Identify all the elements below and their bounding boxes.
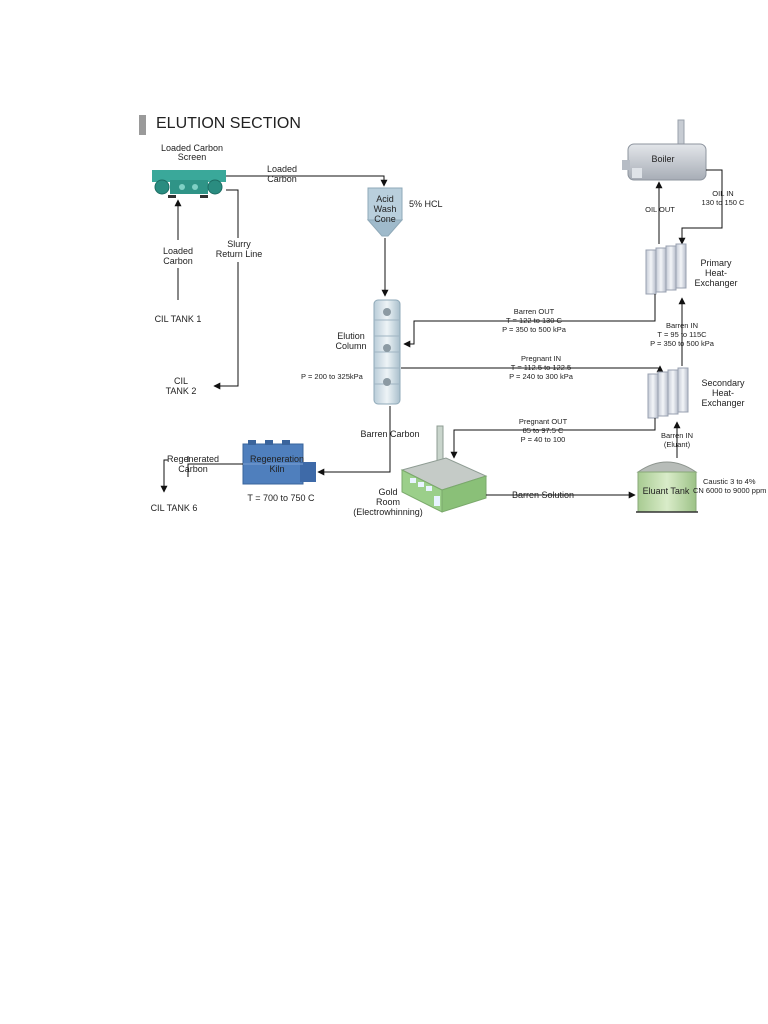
primary-hx-label-2: Heat- [705, 268, 727, 278]
kiln-label-2: Kiln [269, 464, 284, 474]
acid-wash-label-2: Wash [374, 204, 397, 214]
pregnant-in-label-3: P = 240 to 300 kPa [509, 372, 574, 381]
slurry-return-2: Return Line [216, 249, 263, 259]
screen-label-2: Screen [178, 152, 207, 162]
slurry-return-1: Slurry [227, 239, 251, 249]
primary-heat-exchanger [645, 243, 687, 295]
barren-out-label-2: T = 122 to 130 C [506, 316, 563, 325]
barren-out-line [403, 294, 656, 348]
loaded-carbon-left-1: Loaded [163, 246, 193, 256]
hcl-label: 5% HCL [409, 199, 443, 209]
barren-carbon-line [317, 406, 391, 476]
primary-hx-label-1: Primary [701, 258, 732, 268]
secondary-heat-exchanger [647, 367, 689, 419]
elution-column [373, 299, 401, 405]
title-accent-bar [139, 115, 146, 135]
gold-room-label-2: Room [376, 497, 400, 507]
loaded-carbon-top-2: Carbon [267, 174, 297, 184]
oil-in-label-1: OIL IN [712, 189, 733, 198]
eluant-tank [636, 461, 698, 513]
cil-tank-2-label-1: CIL [174, 376, 188, 386]
acid-wash-label-3: Cone [374, 214, 396, 224]
primary-hx-label-3: Exchanger [694, 278, 737, 288]
elution-pressure-label: P = 200 to 325kPa [301, 372, 364, 381]
pregnant-out-line [450, 418, 656, 459]
cil-tank-6-label: CIL TANK 6 [151, 503, 198, 513]
secondary-hx-label-1: Secondary [701, 378, 745, 388]
boiler-label: Boiler [651, 154, 674, 164]
page-title: ELUTION SECTION [156, 115, 301, 132]
regen-line-a [187, 463, 243, 477]
pregnant-in-label-2: T = 112.5 to 122.5 [511, 363, 571, 372]
barren-in-label-2: T = 95 to 115C [657, 330, 707, 339]
barren-out-label-1: Barren OUT [514, 307, 555, 316]
barren-in-label-1: Barren IN [666, 321, 698, 330]
screen-label-1: Loaded Carbon [161, 143, 223, 153]
pregnant-out-label-2: 85 to 97.5 C [523, 426, 564, 435]
barren-solution-label: Barren Solution [512, 490, 574, 500]
regen-carbon-label-1: Regenerated [167, 454, 219, 464]
slurry-line-upper [226, 189, 239, 238]
gold-room-label-1: Gold [378, 487, 397, 497]
oil-out-label: OIL OUT [645, 205, 675, 214]
cil-tank-1-label: CIL TANK 1 [155, 314, 202, 324]
loaded-carbon-screen [152, 170, 226, 198]
acid-wash-cone [366, 187, 404, 237]
loaded-carbon-line [226, 175, 388, 187]
oil-in-label-2: 130 to 150 C [702, 198, 746, 207]
barren-out-label-3: P = 350 to 500 kPa [502, 325, 567, 334]
barren-in-label-3: P = 350 to 500 kPa [650, 339, 715, 348]
oil-in-line [678, 169, 723, 245]
gold-room [400, 425, 488, 513]
barren-carbon-label: Barren Carbon [360, 429, 419, 439]
loaded-carbon-left-2: Carbon [163, 256, 193, 266]
kiln-label-1: Regeneration [250, 454, 304, 464]
secondary-hx-label-2: Heat- [712, 388, 734, 398]
secondary-hx-label-3: Exchanger [701, 398, 744, 408]
loaded-carbon-top-1: Loaded [267, 164, 297, 174]
elution-column-label-2: Column [335, 341, 366, 351]
pregnant-out-label-1: Pregnant OUT [519, 417, 568, 426]
pregnant-out-label-3: P = 40 to 100 [521, 435, 566, 444]
cil-tank-2-label-2: TANK 2 [166, 386, 197, 396]
eluant-spec-1: Caustic 3 to 4% [703, 477, 756, 486]
eluant-spec-2: CN 6000 to 9000 ppm [693, 486, 766, 495]
barren-in-eluant-label-1: Barren IN [661, 431, 693, 440]
regen-carbon-label-2: Carbon [178, 464, 208, 474]
regen-line-b [160, 459, 168, 493]
acid-wash-label-1: Acid [376, 194, 394, 204]
eluant-tank-label: Eluant Tank [643, 486, 690, 496]
pregnant-in-line [401, 365, 664, 373]
elution-column-label-1: Elution [337, 331, 365, 341]
boiler [622, 119, 707, 181]
barren-in-eluant-label-2: (Eluant) [664, 440, 691, 449]
gold-room-label-3: (Electrowhinning) [353, 507, 423, 517]
pregnant-in-label-1: Pregnant IN [521, 354, 561, 363]
slurry-line-lower [213, 262, 239, 390]
kiln-temp-label: T = 700 to 750 C [247, 493, 315, 503]
